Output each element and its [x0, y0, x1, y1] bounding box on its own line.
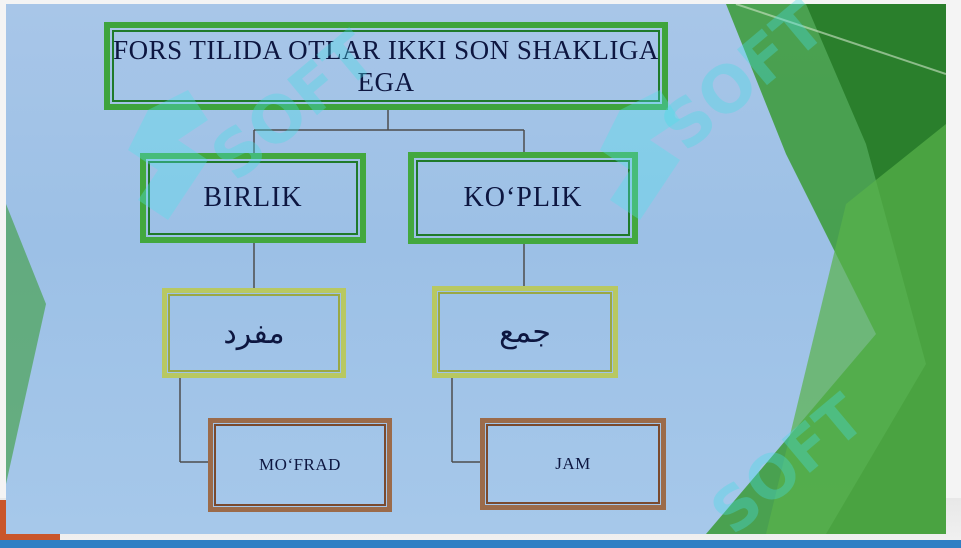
node-jam-label: JAM: [555, 454, 591, 473]
green-decoration: [6, 4, 946, 534]
node-jam-arabic: جمع: [432, 286, 618, 378]
node-mofrad-label: MO‘FRAD: [259, 455, 341, 474]
node-mufrad-arabic: مفرد: [162, 288, 346, 378]
root-node: FORS TILIDA OTLAR IKKI SON SHAKLIGA EGA: [104, 22, 668, 110]
node-birlik-label: BIRLIK: [203, 182, 303, 213]
node-koplik: KO‘PLIK: [408, 152, 638, 244]
slide: [6, 4, 946, 534]
node-birlik: BIRLIK: [140, 153, 366, 243]
node-mofrad: MO‘FRAD: [208, 418, 392, 512]
node-koplik-label: KO‘PLIK: [463, 182, 583, 213]
node-jam-arabic-label: جمع: [499, 314, 551, 350]
root-label: FORS TILIDA OTLAR IKKI SON SHAKLIGA EGA: [113, 35, 659, 97]
node-jam: JAM: [480, 418, 666, 510]
node-mufrad-arabic-label: مفرد: [223, 315, 285, 351]
